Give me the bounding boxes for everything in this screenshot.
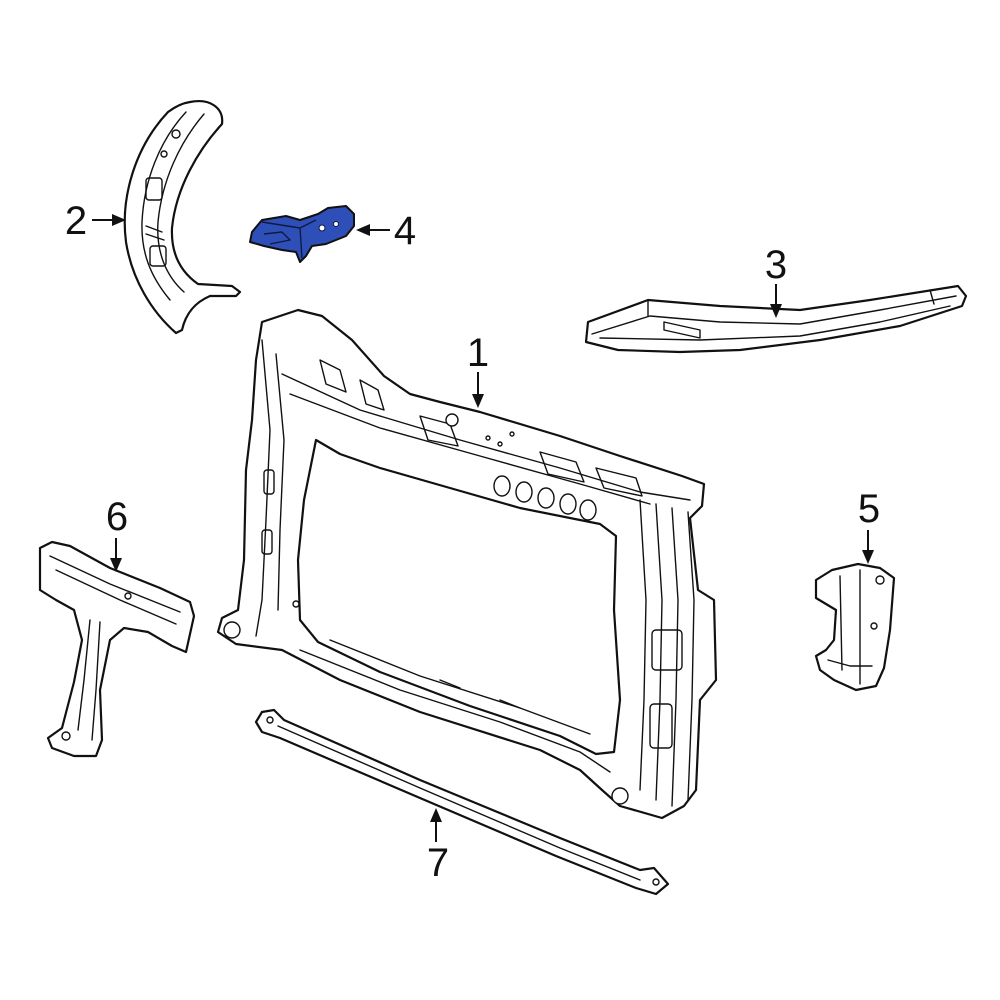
part-7-lower-tie-bar bbox=[254, 708, 670, 896]
callout-1: 1 bbox=[467, 331, 489, 408]
part-5-side-bracket bbox=[814, 562, 896, 692]
callout-number-6: 6 bbox=[106, 495, 128, 539]
callout-4: 4 bbox=[356, 209, 416, 253]
callout-number-4: 4 bbox=[394, 209, 416, 253]
part-1-radiator-support bbox=[216, 308, 718, 820]
callout-number-7: 7 bbox=[427, 841, 449, 885]
callout-number-2: 2 bbox=[65, 199, 87, 243]
callout-number-3: 3 bbox=[765, 243, 787, 287]
callout-7: 7 bbox=[427, 808, 449, 885]
callout-6: 6 bbox=[106, 495, 128, 572]
callout-number-5: 5 bbox=[858, 487, 880, 531]
callout-5: 5 bbox=[858, 487, 880, 564]
callout-2: 2 bbox=[65, 199, 126, 243]
part-6-side-support bbox=[38, 540, 196, 758]
part-4-bracket-highlighted[interactable] bbox=[249, 205, 355, 263]
part-3-lock-support bbox=[584, 284, 968, 354]
callout-3: 3 bbox=[765, 243, 787, 318]
callout-number-1: 1 bbox=[467, 331, 489, 375]
part-2-upper-apron-reinforcement bbox=[123, 100, 242, 335]
